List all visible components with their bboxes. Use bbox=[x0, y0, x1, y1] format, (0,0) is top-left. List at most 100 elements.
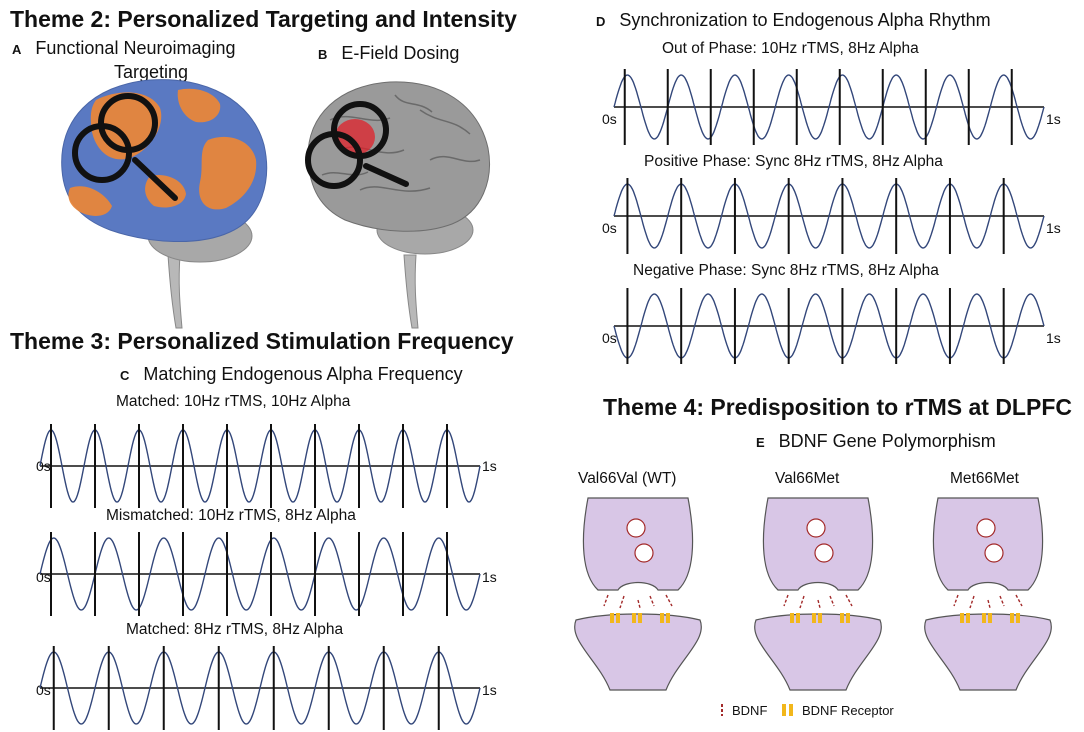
presynaptic-terminal bbox=[932, 497, 1044, 591]
plot-d3-start: 0s bbox=[602, 330, 617, 346]
bdnf-receptor bbox=[666, 613, 670, 623]
postsynaptic-terminal bbox=[574, 613, 702, 691]
plot-c3-start: 0s bbox=[36, 682, 51, 698]
bdnf-receptor bbox=[610, 613, 614, 623]
bdnf-receptor bbox=[1010, 613, 1014, 623]
plot-c1-label: Matched: 10Hz rTMS, 10Hz Alpha bbox=[116, 393, 351, 410]
plot-c3-alpha-wave bbox=[39, 651, 481, 725]
bdnf-molecule bbox=[603, 594, 609, 607]
vesicle bbox=[634, 543, 654, 563]
vesicle bbox=[984, 543, 1004, 563]
bdnf-molecule bbox=[799, 595, 805, 609]
plot-c3-label: Matched: 8Hz rTMS, 8Hz Alpha bbox=[126, 621, 344, 638]
plot-c2 bbox=[39, 532, 481, 616]
bdnf-molecule bbox=[845, 594, 853, 607]
panel-e-letter: E bbox=[756, 435, 765, 450]
bdnf-molecule bbox=[953, 594, 959, 607]
theme4-heading: Theme 4: Predisposition to rTMS at DLPFC bbox=[603, 394, 1072, 420]
plot-d3-label: Negative Phase: Sync 8Hz rTMS, 8Hz Alpha bbox=[633, 262, 939, 279]
bdnf-molecule bbox=[783, 594, 789, 607]
panel-a-title-line1: Functional Neuroimaging bbox=[35, 38, 236, 58]
plot-d2-start: 0s bbox=[602, 220, 617, 236]
bdnf-molecule bbox=[829, 595, 835, 607]
bdnf-receptor bbox=[840, 613, 844, 623]
plot-c2-alpha-wave bbox=[39, 537, 481, 611]
genotype-met66met: Met66Met bbox=[950, 470, 1019, 487]
genotype-val66met: Val66Met bbox=[775, 470, 840, 487]
plot-d3-end: 1s bbox=[1046, 330, 1061, 346]
plot-d1-start: 0s bbox=[602, 111, 617, 127]
bdnf-receptor bbox=[796, 613, 800, 623]
postsynaptic-terminal bbox=[754, 613, 882, 691]
plot-c1-end: 1s bbox=[482, 458, 497, 474]
bdnf-receptor bbox=[988, 613, 992, 623]
plot-d2-label: Positive Phase: Sync 8Hz rTMS, 8Hz Alpha bbox=[644, 153, 943, 170]
plot-d1-end: 1s bbox=[1046, 111, 1061, 127]
bdnf-molecule bbox=[969, 595, 975, 609]
synapse-1 bbox=[574, 497, 702, 691]
legend-bdnf-label: BDNF bbox=[732, 703, 768, 718]
bdnf-receptor bbox=[966, 613, 970, 623]
panel-e-title: E BDNF Gene Polymorphism bbox=[756, 431, 996, 452]
plot-d2-end: 1s bbox=[1046, 220, 1061, 236]
bdnf-molecule bbox=[637, 599, 641, 609]
panel-a-title-line2: Targeting bbox=[114, 62, 189, 82]
bdnf-receptor bbox=[812, 613, 816, 623]
panel-d-title: D Synchronization to Endogenous Alpha Rhy… bbox=[596, 10, 991, 31]
panel-b-title-text: E-Field Dosing bbox=[341, 43, 460, 63]
bdnf-receptor bbox=[616, 613, 620, 623]
plot-d3-alpha-wave bbox=[613, 293, 1045, 359]
panel-d-title-text: Synchronization to Endogenous Alpha Rhyt… bbox=[619, 10, 991, 30]
bdnf-molecule bbox=[665, 594, 673, 607]
legend-receptor: BDNF Receptor bbox=[802, 703, 894, 718]
synapse-2 bbox=[754, 497, 882, 691]
vesicle bbox=[814, 543, 834, 563]
legend-receptor-label: BDNF Receptor bbox=[802, 703, 894, 718]
postsynaptic-terminal bbox=[924, 613, 1052, 691]
panel-b-letter: B bbox=[318, 47, 328, 62]
plot-d2-alpha-wave bbox=[613, 183, 1045, 249]
presynaptic-terminal bbox=[582, 497, 694, 591]
bdnf-molecule bbox=[619, 595, 625, 609]
bdnf-molecule bbox=[987, 599, 991, 609]
panel-e-title-text: BDNF Gene Polymorphism bbox=[778, 431, 996, 451]
bdnf-receptor bbox=[790, 613, 794, 623]
panel-b-title: B E-Field Dosing bbox=[318, 43, 459, 64]
panel-c-letter: C bbox=[120, 368, 130, 383]
theme2-heading: Theme 2: Personalized Targeting and Inte… bbox=[10, 6, 517, 32]
presynaptic-terminal bbox=[762, 497, 874, 591]
brain-a-functional-map bbox=[61, 79, 268, 329]
plot-c1 bbox=[39, 424, 481, 508]
legend-receptor-swatch bbox=[782, 704, 786, 716]
bdnf-receptor bbox=[632, 613, 636, 623]
plot-d1-alpha-wave bbox=[613, 74, 1045, 140]
bdnf-receptor bbox=[982, 613, 986, 623]
vesicle bbox=[806, 518, 826, 538]
synapse-3 bbox=[924, 497, 1052, 691]
panel-d-letter: D bbox=[596, 14, 606, 29]
plot-c3-end: 1s bbox=[482, 682, 497, 698]
legend-bdnf: BDNF bbox=[732, 703, 767, 718]
bdnf-receptor bbox=[638, 613, 642, 623]
genotype-val66val: Val66Val (WT) bbox=[578, 470, 677, 487]
plot-d1-label: Out of Phase: 10Hz rTMS, 8Hz Alpha bbox=[662, 40, 919, 57]
bdnf-receptor bbox=[960, 613, 964, 623]
plot-d3 bbox=[613, 288, 1045, 364]
bdnf-receptor bbox=[660, 613, 664, 623]
bdnf-receptor bbox=[818, 613, 822, 623]
plot-c2-end: 1s bbox=[482, 569, 497, 585]
bdnf-molecule bbox=[817, 599, 821, 609]
panel-a-letter: A bbox=[12, 42, 22, 57]
brain-b-efield bbox=[305, 81, 490, 329]
bdnf-molecule bbox=[999, 595, 1005, 607]
bdnf-receptor bbox=[846, 613, 850, 623]
theme3-heading: Theme 3: Personalized Stimulation Freque… bbox=[10, 328, 514, 354]
bdnf-molecule bbox=[649, 595, 655, 607]
bdnf-receptor bbox=[1016, 613, 1020, 623]
plot-c2-label: Mismatched: 10Hz rTMS, 8Hz Alpha bbox=[106, 507, 356, 524]
plot-d2 bbox=[613, 178, 1045, 254]
